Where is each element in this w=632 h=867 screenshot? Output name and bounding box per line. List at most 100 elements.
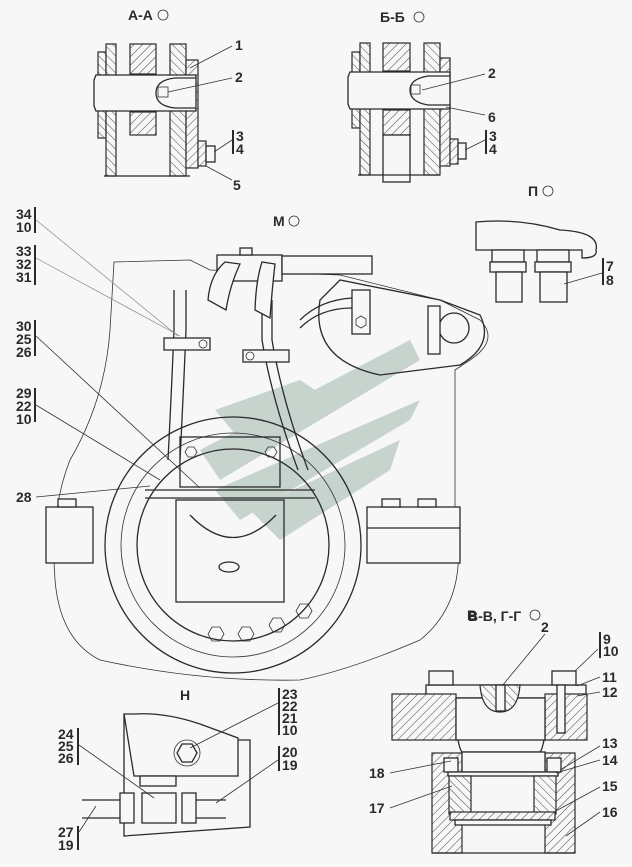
callout-27: 27 (58, 824, 74, 840)
cover-lip (454, 819, 552, 826)
clamp-right-bolt (245, 351, 255, 361)
stray-letter: В (467, 607, 477, 623)
callout-3: 3 (236, 128, 244, 144)
rotate-icon (413, 11, 425, 23)
bearing-ring-inner (136, 448, 330, 642)
hose-right (299, 297, 353, 329)
callout-7: 7 (606, 258, 614, 274)
callout-24: 24 (58, 726, 74, 742)
plate-mid-bottom (129, 111, 157, 136)
callout-22: 22 (16, 398, 32, 414)
hose-clamp-right (351, 289, 371, 335)
callout-19: 19 (282, 757, 298, 773)
rod (382, 134, 411, 183)
callout-2: 2 (235, 69, 243, 85)
callout-6: 6 (488, 109, 496, 125)
callout-21: 21 (282, 710, 298, 726)
bearing-right (533, 775, 557, 815)
callout-13: 13 (602, 735, 618, 751)
hose-left (167, 290, 187, 461)
fitting-right-top (536, 249, 570, 263)
callout-26: 26 (58, 750, 74, 766)
fitting-left-nut (489, 261, 527, 273)
fitting-right-nut (534, 261, 572, 273)
callout-18: 18 (369, 765, 385, 781)
callout-22: 22 (282, 698, 298, 714)
block-bolt (184, 446, 198, 458)
fitting-right-body (539, 271, 568, 303)
clamp-right (242, 349, 290, 363)
callout-11: 11 (602, 669, 617, 685)
bolt-top (239, 247, 253, 256)
callout-2: 2 (488, 65, 496, 81)
ear-clamp (427, 305, 441, 355)
callout-8: 8 (606, 272, 614, 288)
housing-outline (53, 259, 489, 681)
callout-16: 16 (602, 804, 618, 820)
callout-10: 10 (16, 411, 32, 427)
plate-mid-top (382, 42, 411, 72)
block-bolt (264, 446, 278, 458)
nut (205, 145, 216, 163)
callout-26: 26 (16, 344, 32, 360)
lever-ear (318, 279, 486, 376)
cover-plate (449, 811, 556, 821)
callout-29: 29 (16, 385, 32, 401)
bearing-ring-outer (104, 416, 362, 674)
callout-4: 4 (489, 141, 497, 157)
callout-23: 23 (282, 686, 298, 702)
motor-arc (189, 514, 277, 538)
nut (457, 142, 467, 160)
callout-2: 2 (541, 619, 549, 635)
callout-19: 19 (58, 837, 74, 853)
pin-bore (155, 77, 196, 109)
plate-mid-bottom (382, 109, 411, 136)
fitting-left-body (495, 271, 523, 303)
cap-plate (439, 57, 451, 167)
clamp-left-bolt (198, 339, 208, 349)
bolt-right-2 (417, 498, 437, 508)
callout-10: 10 (603, 643, 619, 659)
nut-plate (449, 138, 459, 165)
housing-left (391, 693, 457, 741)
grease-nipple (410, 84, 421, 95)
callout-33: 33 (16, 243, 32, 259)
hose-center (261, 300, 309, 471)
hose-top-left (207, 261, 241, 312)
fitting-top (139, 775, 177, 787)
pin (93, 74, 197, 112)
callout-17: 17 (369, 800, 385, 816)
callout-14: 14 (602, 752, 618, 768)
seal-left (443, 757, 459, 773)
ring-bolts (207, 603, 313, 642)
rotate-icon (542, 185, 554, 197)
bearing-left (448, 775, 472, 815)
seal-zone (461, 751, 546, 773)
callout-32: 32 (16, 256, 32, 272)
section-aa-title: А-А (128, 7, 153, 23)
central-block (179, 436, 281, 488)
bolt-hex (176, 743, 198, 763)
tee-body (141, 792, 177, 824)
callout-34: 34 (16, 206, 32, 222)
pin (347, 71, 451, 110)
rotate-icon (529, 609, 541, 621)
rotate-icon (157, 9, 169, 21)
seal-right (546, 757, 562, 773)
callout-30: 30 (16, 318, 32, 334)
housing-right (544, 693, 588, 741)
shaft-neck (457, 739, 545, 753)
callout-25: 25 (58, 738, 74, 754)
hose-top-right (254, 261, 276, 320)
callout-28: 28 (16, 489, 32, 505)
counterweight-right (366, 506, 461, 564)
bearing-ring-mid (120, 432, 346, 658)
view-p-title: П (528, 183, 538, 199)
retaining-ring (447, 771, 559, 777)
callout-4: 4 (236, 141, 244, 157)
callout-31: 31 (16, 269, 32, 285)
pipes (82, 799, 226, 819)
view-n-title: Н (180, 687, 190, 703)
center-bolt (495, 684, 506, 712)
section-bb: Б-Б 2 6 3 4 (347, 9, 497, 183)
